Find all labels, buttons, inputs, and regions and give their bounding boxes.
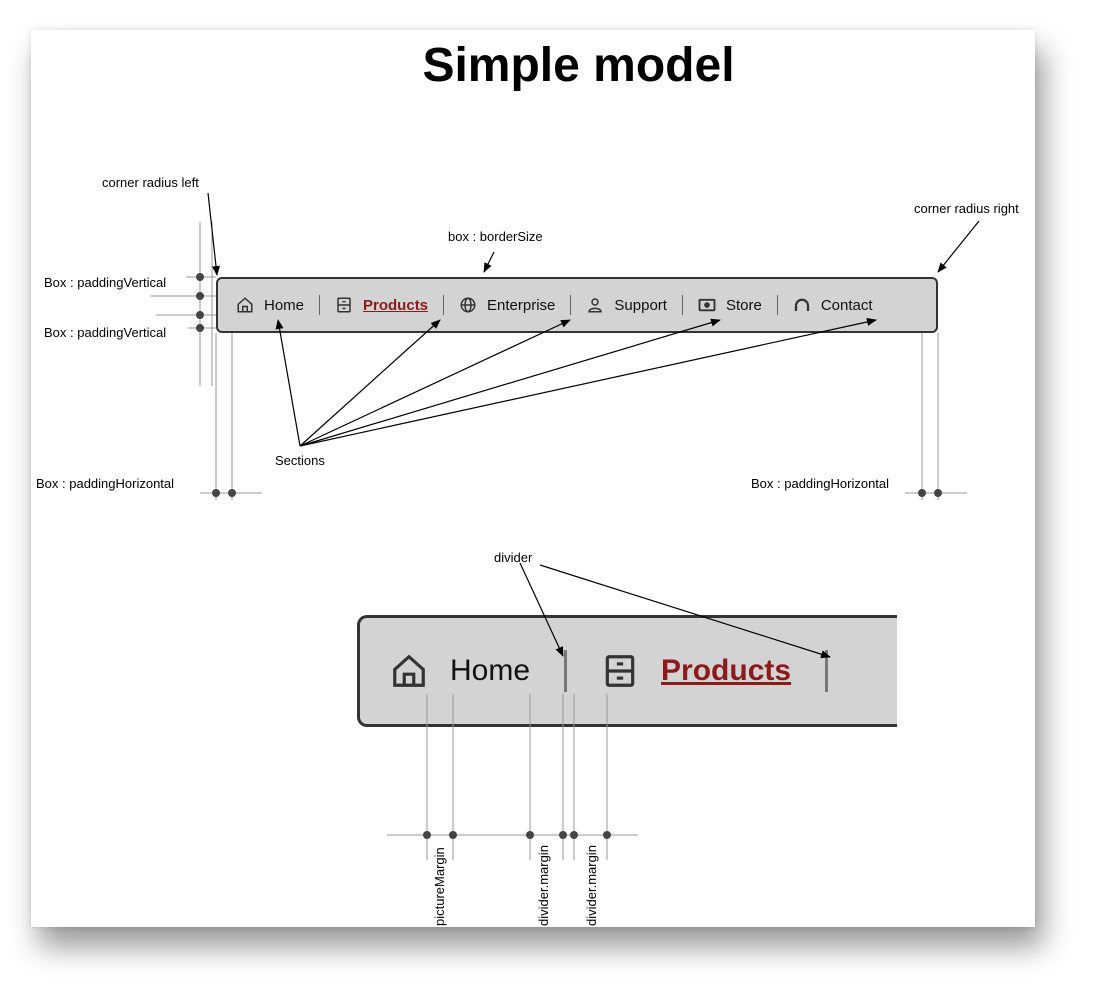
- banknote-icon: [698, 298, 716, 312]
- label-padding-horizontal-right: Box : paddingHorizontal: [751, 476, 890, 491]
- nav-bar-zoomed: Home Products: [357, 615, 897, 727]
- nav-label-contact: Contact: [820, 296, 873, 314]
- nav-divider-zoomed: [564, 650, 568, 692]
- nav-label-products-zoomed: Products: [661, 654, 792, 687]
- nav-section-contact[interactable]: Contact: [793, 296, 873, 314]
- nav-divider-zoomed: [825, 650, 829, 692]
- label-padding-vertical-top: Box : paddingVertical: [44, 275, 167, 290]
- label-divider-margin-2: divider.margin: [584, 845, 599, 926]
- diagram-card: [31, 30, 1035, 927]
- nav-section-store[interactable]: Store: [698, 296, 762, 314]
- nav-label-support: Support: [614, 296, 667, 314]
- label-corner-radius-left: corner radius left: [102, 175, 199, 190]
- label-divider: divider: [494, 550, 533, 565]
- home-icon: [237, 297, 253, 313]
- nav-section-enterprise[interactable]: Enterprise: [459, 296, 555, 314]
- label-sections: Sections: [275, 453, 325, 468]
- headphones-icon: [794, 298, 809, 311]
- nav-divider: [776, 295, 778, 315]
- diagram-title: Simple model: [422, 39, 735, 92]
- globe-icon: [460, 297, 476, 313]
- nav-section-support[interactable]: Support: [586, 296, 667, 314]
- nav-label-products: Products: [363, 296, 429, 314]
- nav-label-home-zoomed: Home: [450, 654, 531, 687]
- nav-divider: [443, 295, 445, 315]
- label-divider-margin-1: divider.margin: [536, 845, 551, 926]
- nav-label-home: Home: [264, 296, 305, 314]
- nav-label-store: Store: [725, 296, 762, 314]
- nav-label-enterprise: Enterprise: [487, 296, 556, 314]
- nav-section-products-zoomed[interactable]: Products: [601, 652, 791, 690]
- drawer-icon: [337, 297, 351, 313]
- nav-section-products[interactable]: Products: [335, 296, 428, 314]
- nav-section-home[interactable]: Home: [236, 296, 304, 314]
- label-border-size: box : borderSize: [448, 229, 543, 244]
- nav-bar: Home Products Enterprise Support Store C…: [216, 277, 938, 333]
- drawer-icon: [605, 655, 635, 687]
- nav-section-home-zoomed[interactable]: Home: [390, 652, 530, 690]
- label-corner-radius-right: corner radius right: [914, 201, 1019, 216]
- nav-divider: [681, 295, 683, 315]
- nav-divider: [570, 295, 572, 315]
- home-icon: [393, 654, 425, 687]
- label-padding-vertical-bottom: Box : paddingVertical: [44, 325, 167, 340]
- person-icon: [588, 298, 603, 313]
- label-picture-margin: pictureMargin: [432, 847, 447, 926]
- label-padding-horizontal-left: Box : paddingHorizontal: [36, 476, 175, 491]
- nav-divider: [319, 295, 321, 315]
